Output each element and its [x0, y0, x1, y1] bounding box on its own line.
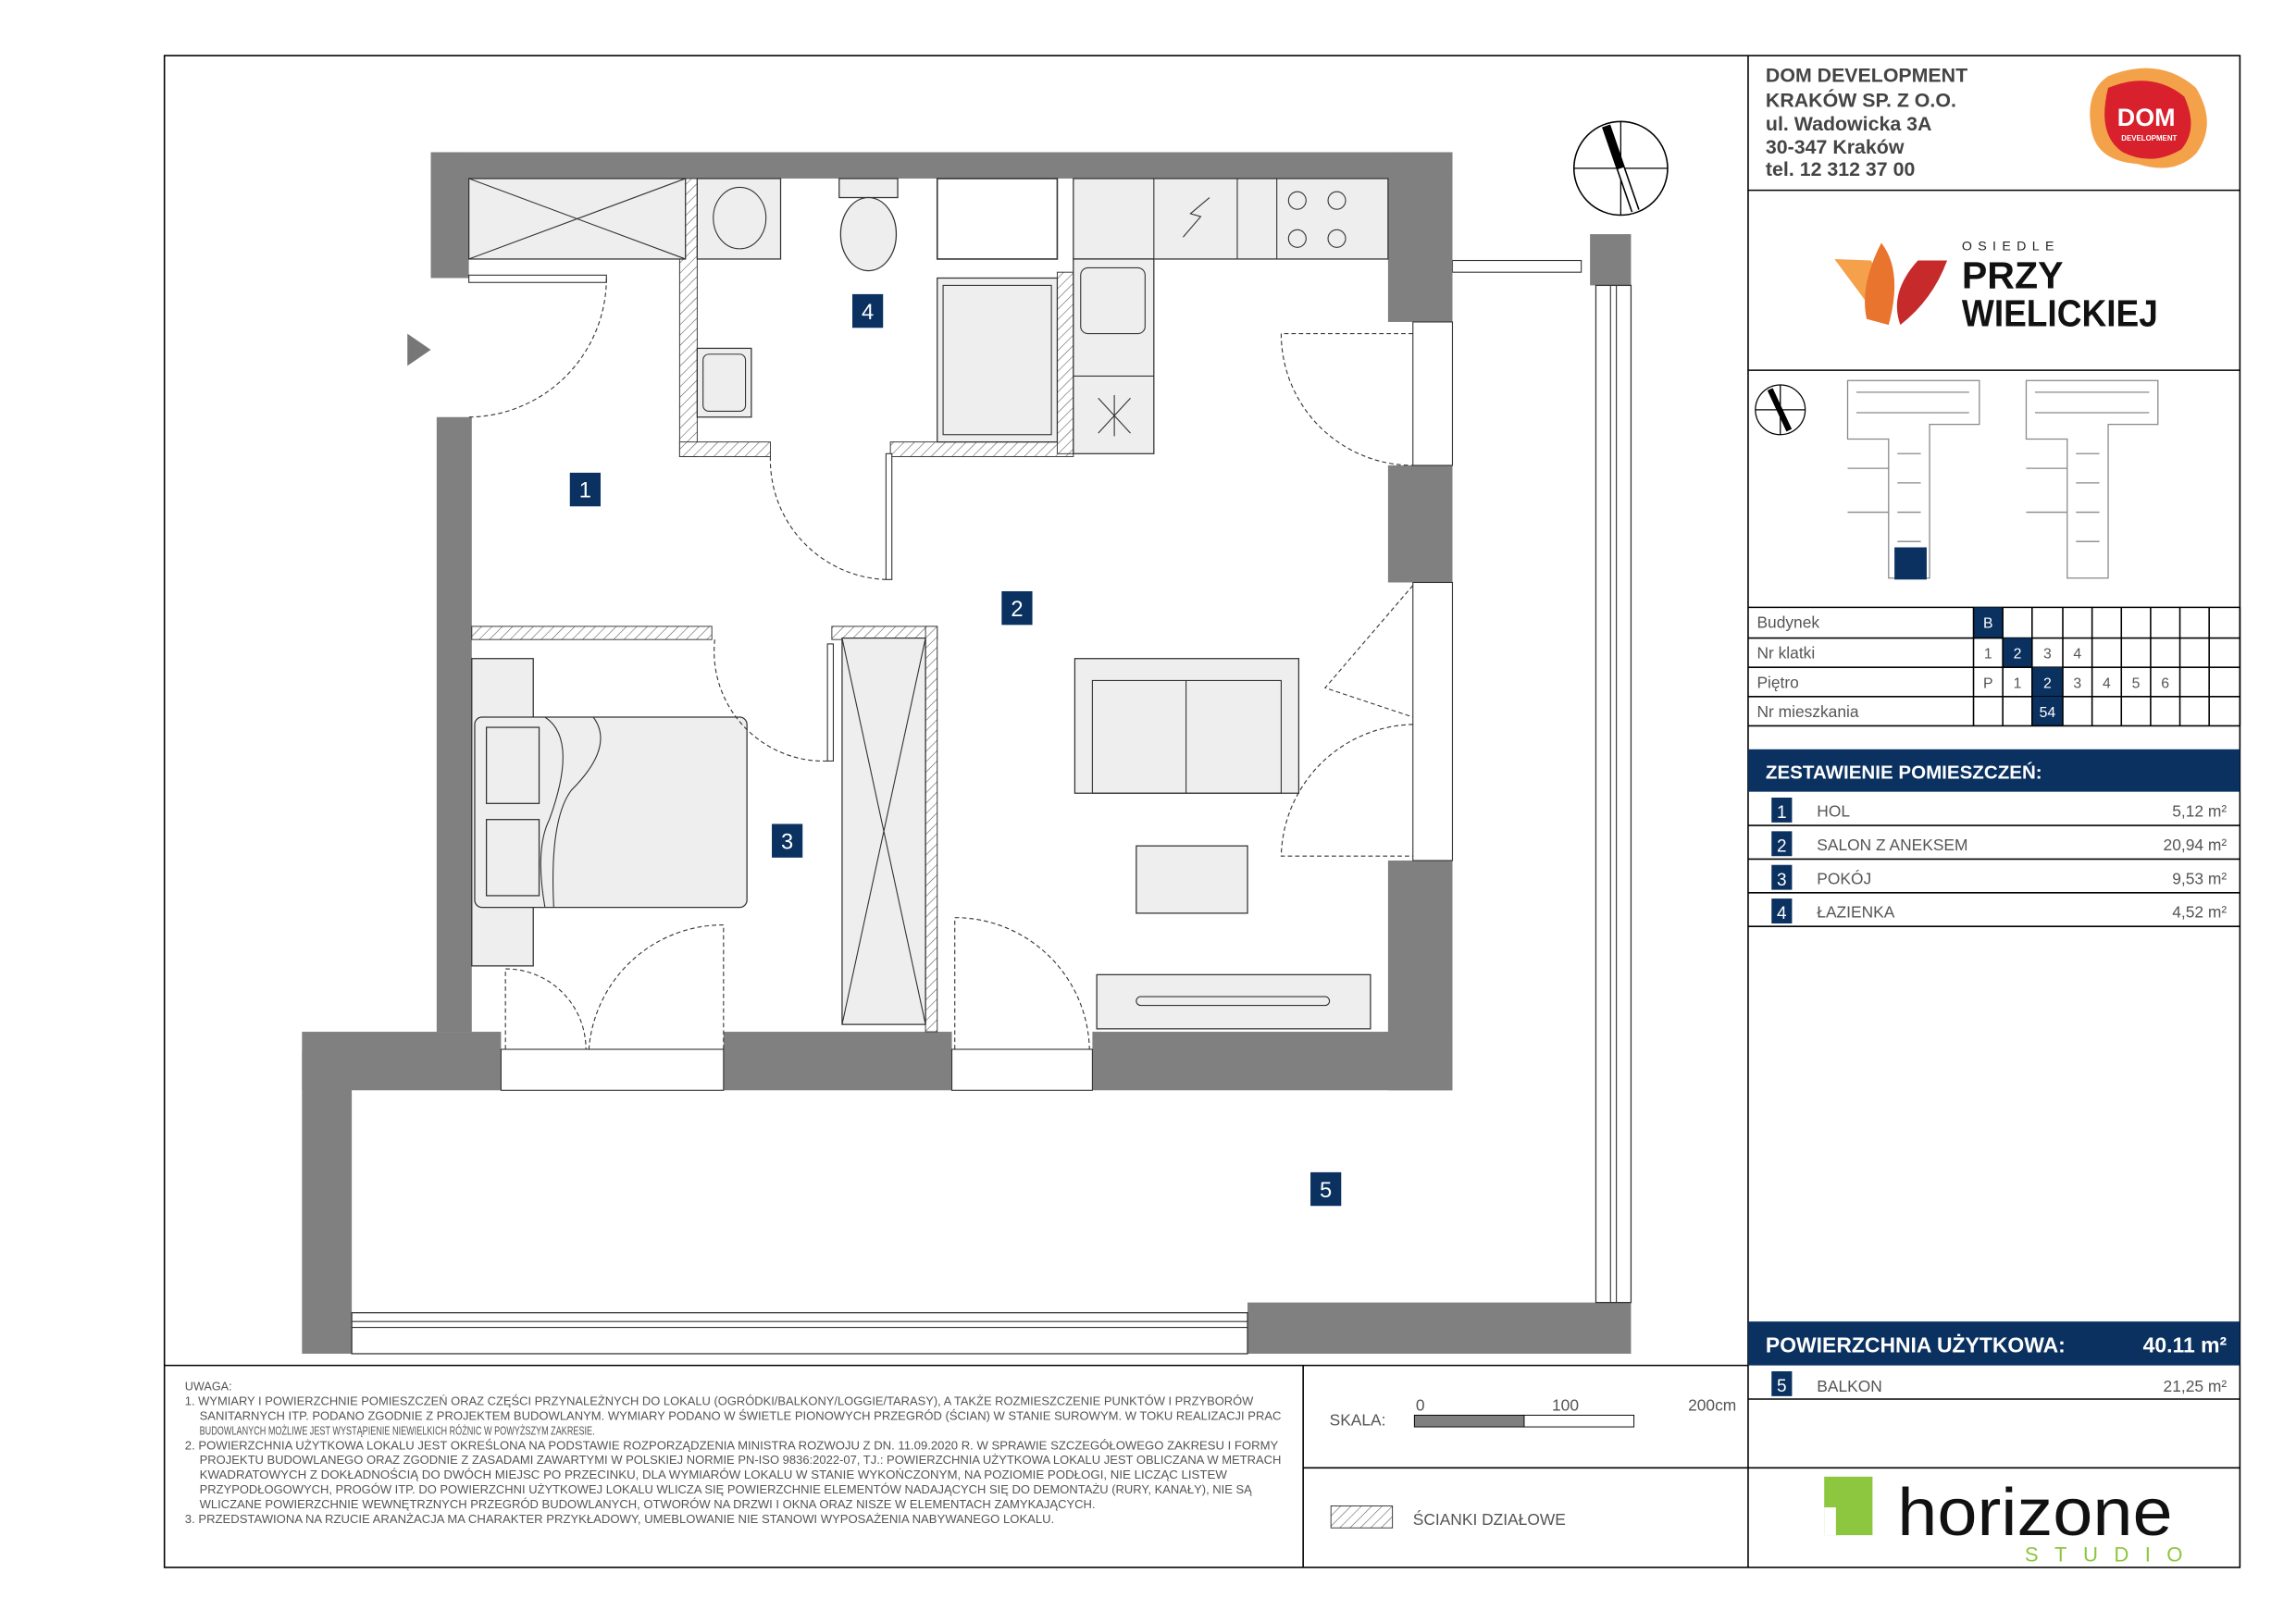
note-line: WLICZANE POWIERZCHNIE WEWNĘTRZNYCH PRZEG…	[200, 1497, 1096, 1511]
floor-plan: 1 2 3 4 5	[302, 120, 1669, 1355]
room-label-2: 2	[1011, 598, 1023, 622]
door-swings	[407, 274, 1414, 1050]
dom-logo-subtext: DEVELOPMENT	[2121, 134, 2177, 142]
room-area: 9,53 m²	[2172, 869, 2227, 887]
furniture	[468, 178, 1389, 1030]
usable-area-label: POWIERZCHNIA UŻYTKOWA:	[1766, 1332, 2066, 1357]
balcony-name: BALKON	[1817, 1377, 1882, 1395]
room-row: 4 ŁAZIENKA 4,52 m²	[1747, 898, 2240, 927]
location-cell: B	[1983, 616, 1993, 632]
room-num: 4	[1777, 904, 1787, 923]
room-num: 2	[1777, 836, 1787, 856]
rooms-title: ZESTAWIENIE POMIESZCZEŃ:	[1766, 762, 2042, 783]
notes-title: UWAGA:	[185, 1381, 232, 1394]
entrance-arrow-icon	[407, 333, 431, 366]
osiedle-przy-wielickiej-logo: OSIEDLE PRZY WIELICKIEJ	[1834, 239, 2158, 335]
room-area: 4,52 m²	[2172, 903, 2227, 922]
estate-logo-line2: PRZY	[1962, 254, 2064, 297]
room-name: SALON Z ANEKSEM	[1817, 836, 1967, 854]
room-row: 1 HOL 5,12 m²	[1747, 797, 2240, 826]
estate-logo-line3: WIELICKIEJ	[1962, 292, 2158, 335]
location-cell: 4	[2103, 675, 2111, 691]
location-cell: 3	[2073, 675, 2081, 691]
location-row-label: Piętro	[1756, 673, 1798, 691]
note-line: PRZYPODŁOGOWYCH, PROGÓW ITP. DO POWIERZC…	[200, 1482, 1253, 1496]
room-label-1: 1	[579, 479, 591, 503]
horizone-text: horizone	[1897, 1475, 2172, 1550]
developer-phone: tel. 12 312 37 00	[1766, 158, 1915, 180]
scale-tick-0: 0	[1416, 1396, 1425, 1415]
note-line: 2. POWIERZCHNIA UŻYTKOWA LOKALU JEST OKR…	[185, 1438, 1279, 1452]
selected-cell	[1973, 607, 2004, 638]
note-line: PROJEKTU BUDOWLANEGO ORAZ ZGODNIE Z ZASA…	[200, 1454, 1282, 1467]
developer-city: 30-347 Kraków	[1766, 136, 1905, 158]
developer-name: DOM DEVELOPMENT	[1766, 65, 1967, 87]
balcony-area: 21,25 m²	[2164, 1377, 2228, 1395]
location-cell: 6	[2161, 675, 2169, 691]
notes: UWAGA: 1. WYMIARY I POWIERZCHNIE POMIESZ…	[185, 1381, 1282, 1527]
location-cell: 4	[2073, 647, 2081, 663]
usable-area-bar: POWIERZCHNIA UŻYTKOWA: 40.11 m²	[1747, 1321, 2240, 1366]
legend-label: ŚCIANKI DZIAŁOWE	[1413, 1510, 1566, 1529]
studio-text: STUDIO	[2025, 1543, 2199, 1567]
selected-cell	[2031, 696, 2064, 726]
room-row: 3 POKÓJ 9,53 m²	[1747, 864, 2240, 894]
room-num: 1	[1777, 803, 1787, 823]
location-row-label: Nr klatki	[1756, 644, 1815, 663]
balcony	[302, 234, 1632, 1355]
legend-partition-walls: ŚCIANKI DZIAŁOWE	[1330, 1505, 1566, 1529]
selected-cell	[2003, 638, 2032, 668]
location-cell: 1	[2014, 675, 2022, 691]
location-cell: 2	[2014, 647, 2022, 663]
location-row-label: Budynek	[1756, 613, 1819, 632]
room-area: 20,94 m²	[2164, 836, 2228, 854]
hatch-swatch	[1330, 1505, 1394, 1529]
note-line: SANITARNYCH ITP. PODANO ZGODNIE Z PROJEK…	[200, 1408, 1282, 1422]
location-cell: 2	[2043, 675, 2052, 691]
developer-company: KRAKÓW SP. Z O.O.	[1766, 88, 1956, 111]
horizone-studio-logo: horizone STUDIO	[1824, 1475, 2199, 1567]
sheet-frame	[163, 55, 2241, 1568]
note-line: 1. WYMIARY I POWIERZCHNIE POMIESZCZEŃ OR…	[185, 1394, 1254, 1407]
room-label-4: 4	[862, 301, 874, 325]
location-cell: 5	[2132, 675, 2141, 691]
location-cell: 1	[1984, 647, 1992, 663]
walls	[302, 152, 1454, 1091]
room-row: 2 SALON Z ANEKSEM 20,94 m²	[1747, 831, 2240, 861]
developer-street: ul. Wadowicka 3A	[1766, 113, 1931, 135]
room-label-3: 3	[781, 830, 793, 854]
location-cell: 3	[2043, 647, 2052, 663]
scale-bar: SKALA: 0 100 200cm	[1330, 1396, 1737, 1430]
dom-development-logo: DOM DEVELOPMENT	[2090, 68, 2207, 168]
scale-label: SKALA:	[1330, 1410, 1386, 1429]
note-line: BUDOWLANYCH MOŻLIWE JEST WYSTĄPIENIE NIE…	[200, 1423, 595, 1437]
selected-apartment-marker	[1894, 547, 1927, 580]
building-key-plan	[1755, 379, 2159, 580]
selected-cell	[2031, 667, 2064, 697]
rooms-summary: ZESTAWIENIE POMIESZCZEŃ: 1 HOL 5,12 m² 2 SAL…	[1747, 749, 2240, 927]
partition-walls	[471, 178, 1074, 1033]
room-label-5: 5	[1320, 1179, 1332, 1203]
room-labels: 1 2 3 4 5	[569, 293, 1342, 1207]
dom-logo-text: DOM	[2117, 104, 2176, 131]
developer-info: DOM DEVELOPMENT KRAKÓW SP. Z O.O. ul. Wa…	[1766, 65, 1967, 180]
location-row-label: Nr mieszkania	[1756, 702, 1858, 721]
room-area: 5,12 m²	[2172, 802, 2227, 821]
note-line: 3. PRZEDSTAWIONA NA RZUCIE ARANŻACJA MA …	[185, 1513, 1054, 1526]
room-name: ŁAZIENKA	[1817, 903, 1894, 922]
usable-area-value: 40.11 m²	[2143, 1332, 2228, 1357]
room-num: 3	[1777, 871, 1787, 890]
scale-tick-100: 100	[1552, 1396, 1579, 1415]
estate-logo-line1: OSIEDLE	[1962, 239, 2060, 254]
north-compass-icon	[1572, 120, 1669, 217]
note-line: KWADRATOWYCH Z DOKŁADNOŚCIĄ DO DWÓCH MIE…	[200, 1468, 1227, 1481]
balcony-num: 5	[1777, 1377, 1787, 1396]
scale-tick-200: 200cm	[1688, 1396, 1736, 1415]
room-name: POKÓJ	[1817, 869, 1871, 887]
room-name: HOL	[1817, 802, 1850, 821]
location-cell: P	[1983, 675, 1993, 691]
balcony-row: 5 BALKON 21,25 m²	[1747, 1370, 2240, 1400]
location-cell: 54	[2040, 705, 2056, 721]
